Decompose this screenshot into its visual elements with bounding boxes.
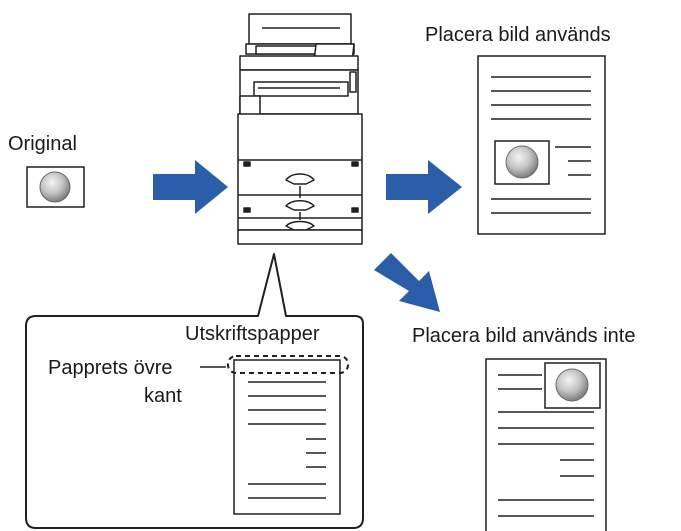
printer-icon (237, 13, 363, 245)
input-arrow (153, 160, 228, 214)
original-image-icon (26, 166, 85, 208)
print-paper-label: Utskriftspapper (185, 323, 320, 345)
top-edge-label-line2: kant (144, 385, 182, 407)
without-placement-label: Placera bild används inte (412, 325, 635, 347)
output-page-centered (477, 55, 606, 235)
with-placement-label: Placera bild används (425, 24, 611, 46)
print-paper-sheet (233, 359, 341, 515)
top-edge-label-line1: Papprets övre (48, 357, 173, 379)
top-edge-dashed-marker (227, 355, 349, 374)
output-arrow-diagonal (374, 253, 440, 312)
output-arrow-right (386, 160, 462, 214)
output-page-corner (485, 358, 607, 531)
original-label: Original (8, 133, 77, 155)
